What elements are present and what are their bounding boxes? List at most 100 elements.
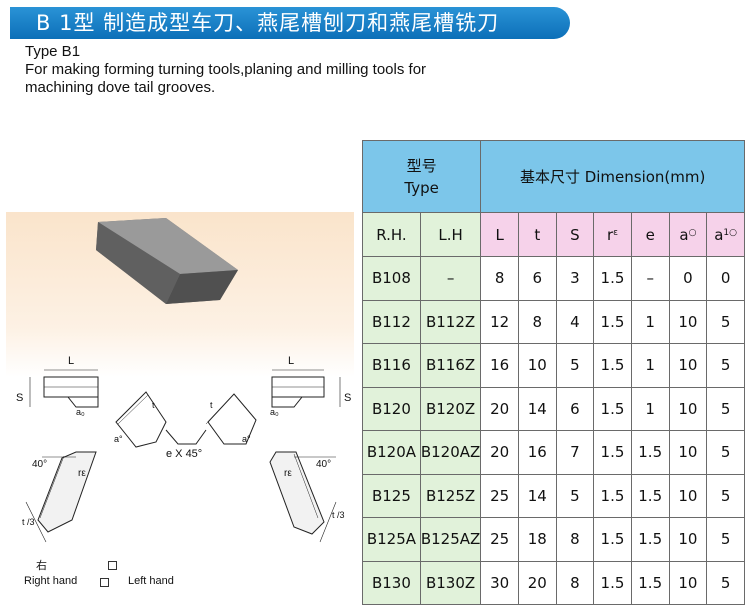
- cell-S: 5: [555, 473, 595, 518]
- label-a0-right: a₀: [270, 407, 279, 417]
- cell-S: 7: [555, 430, 595, 475]
- cell-e: –: [630, 256, 670, 301]
- cell-S: 4: [555, 299, 595, 344]
- cell-L: 8: [480, 256, 519, 301]
- cell-L: 16: [480, 343, 519, 388]
- label-40-right: 40°: [316, 459, 332, 470]
- cell-t: 18: [517, 517, 557, 562]
- cell-r: 1.5: [593, 560, 632, 605]
- L-header: L: [480, 212, 519, 257]
- cell-a1: 5: [706, 386, 745, 431]
- cell-t: 6: [517, 256, 557, 301]
- cell-S: 8: [555, 517, 595, 562]
- cell-r: 1.5: [593, 343, 632, 388]
- S-header: S: [555, 212, 595, 257]
- cell-t: 20: [517, 560, 557, 605]
- cell-r: 1.5: [593, 299, 632, 344]
- cell-e: 1: [630, 386, 670, 431]
- label-40-left: 40°: [32, 459, 48, 470]
- label-t3-right: t /3: [332, 510, 345, 520]
- cell-lh: B116Z: [419, 343, 482, 388]
- rh-header: R.H.: [362, 212, 421, 257]
- a-degree: ○: [688, 227, 697, 238]
- label-t3-left: t /3: [22, 517, 35, 527]
- cell-t: 16: [517, 430, 557, 475]
- label-a0-left: a₀: [76, 407, 85, 417]
- cell-L: 20: [480, 430, 519, 475]
- label-re-right: rε: [284, 468, 292, 479]
- cell-a1: 5: [706, 343, 745, 388]
- cell-rh: B120: [362, 386, 421, 431]
- cell-a1: 5: [706, 560, 745, 605]
- cell-L: 25: [480, 473, 519, 518]
- cell-L: 25: [480, 517, 519, 562]
- cell-a1: 5: [706, 517, 745, 562]
- cell-L: 12: [480, 299, 519, 344]
- cell-a1: 5: [706, 299, 745, 344]
- cell-rh: B116: [362, 343, 421, 388]
- cell-a: 10: [668, 517, 708, 562]
- cell-r: 1.5: [593, 473, 632, 518]
- left-hand-en-label: Left hand: [128, 575, 174, 587]
- cell-a: 10: [668, 299, 708, 344]
- cell-r: 1.5: [593, 430, 632, 475]
- cell-a: 10: [668, 343, 708, 388]
- cell-lh: B120Z: [419, 386, 482, 431]
- right-hand-en-label: Right hand: [24, 575, 78, 587]
- cell-rh: B120A: [362, 430, 421, 475]
- cell-e: 1.5: [630, 560, 670, 605]
- label-t-right: t: [210, 400, 213, 410]
- dimension-header: 基本尺寸 Dimension(mm): [480, 140, 745, 213]
- cell-a1: 0: [706, 256, 745, 301]
- spec-table: 型号 Type 基本尺寸 Dimension(mm) R.H. L.H L t …: [361, 140, 745, 605]
- cell-lh: B120AZ: [419, 430, 482, 475]
- left-hand-checkbox: [100, 576, 109, 588]
- label-a-left: a°: [114, 434, 123, 444]
- cell-t: 14: [517, 473, 557, 518]
- cell-t: 8: [517, 299, 557, 344]
- type-line: Type B1: [25, 43, 81, 60]
- label-S-right: S: [344, 392, 352, 404]
- cell-lh: B130Z: [419, 560, 482, 605]
- a-letter: a: [679, 225, 689, 244]
- cell-rh: B125A: [362, 517, 421, 562]
- a1-letter: a: [714, 225, 724, 244]
- cell-a: 0: [668, 256, 708, 301]
- cell-lh: B125AZ: [419, 517, 482, 562]
- description-line-2: machining dove tail grooves.: [25, 79, 216, 96]
- cell-lh: –: [419, 256, 482, 301]
- right-hand-cn-label: 右: [36, 560, 47, 572]
- cell-e: 1.5: [630, 517, 670, 562]
- cell-rh: B108: [362, 256, 421, 301]
- a1-header: a1○: [706, 212, 745, 257]
- cell-t: 14: [517, 386, 557, 431]
- cell-S: 6: [555, 386, 595, 431]
- label-e-x-45: e X 45°: [166, 448, 203, 460]
- description-line-1: For making forming turning tools,planing…: [25, 61, 427, 78]
- cell-lh: B125Z: [419, 473, 482, 518]
- lh-header: L.H: [419, 212, 482, 257]
- label-re-left: rε: [78, 468, 86, 479]
- cell-e: 1.5: [630, 473, 670, 518]
- cell-a: 10: [668, 473, 708, 518]
- a1-sub: 1: [723, 227, 730, 238]
- cell-rh: B130: [362, 560, 421, 605]
- cell-L: 30: [480, 560, 519, 605]
- r-epsilon-header: rε: [593, 212, 632, 257]
- label-S-left: S: [16, 392, 24, 404]
- label-L-left: L: [68, 355, 75, 367]
- type-header: 型号 Type: [361, 140, 482, 213]
- label-L-right: L: [288, 355, 295, 367]
- cell-a: 10: [668, 386, 708, 431]
- tool-illustration: L S a₀ a° t e X 45° L S a₀ a° t 40° rε 4…: [6, 212, 354, 602]
- epsilon-sub: ε: [613, 227, 618, 238]
- a1-degree: ○: [729, 227, 737, 238]
- cell-e: 1: [630, 299, 670, 344]
